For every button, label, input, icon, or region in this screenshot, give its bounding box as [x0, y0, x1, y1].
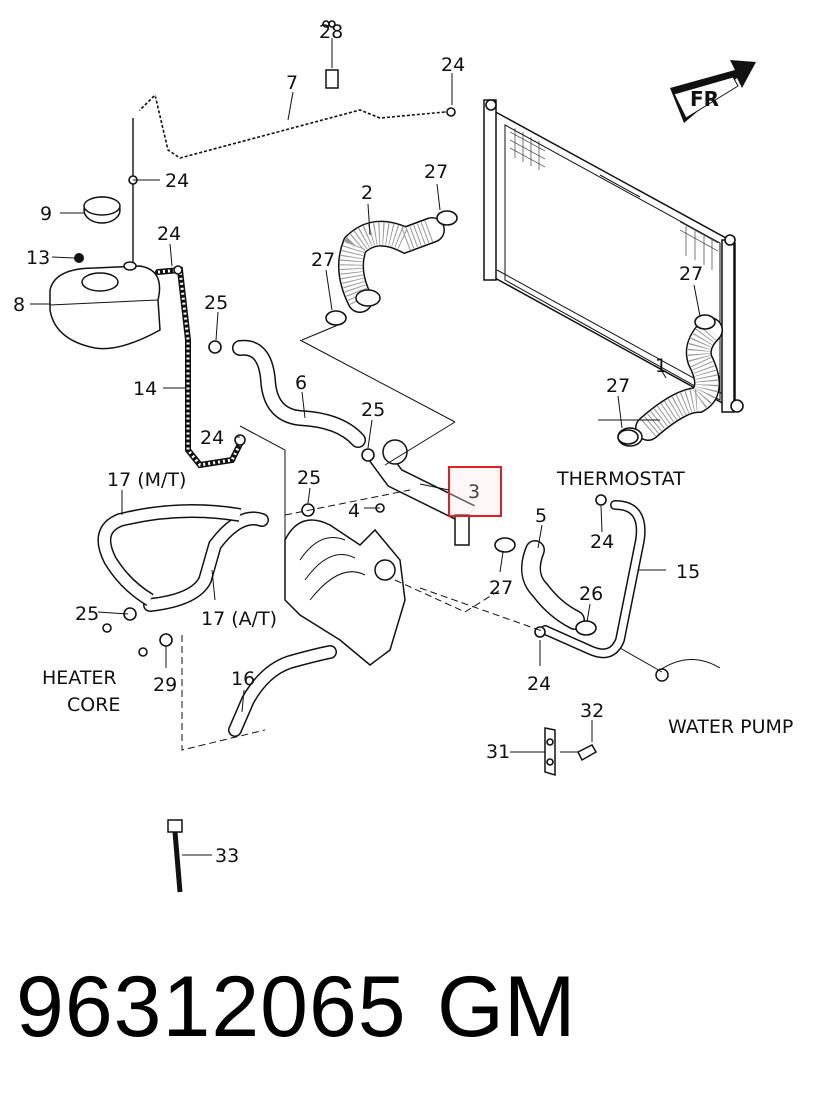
- label-33: 33: [215, 845, 239, 867]
- hose-6: [232, 339, 366, 448]
- label-29: 29: [153, 674, 177, 696]
- label-25: 25: [297, 467, 321, 489]
- hose-5: [521, 540, 585, 630]
- label-24: 24: [441, 54, 465, 76]
- engine-water-outlet: [284, 519, 406, 666]
- label-27: 27: [424, 161, 448, 183]
- radiator: [483, 99, 744, 413]
- water-pump-label: WATER PUMP: [668, 716, 793, 738]
- label-17-mt: 17 (M/T): [107, 469, 186, 491]
- bolt-32: [576, 744, 598, 762]
- label-17-at: 17 (A/T): [201, 608, 277, 630]
- hose-17: [97, 504, 269, 612]
- reference-lines: [181, 324, 663, 753]
- hose-1: [635, 317, 723, 441]
- water-pump-outline: [659, 659, 721, 671]
- label-6: 6: [295, 372, 307, 394]
- heater-core-label-line1: HEATER: [42, 667, 117, 689]
- hose-clamps: [102, 107, 716, 657]
- label-24: 24: [157, 223, 181, 245]
- label-27: 27: [606, 375, 630, 397]
- label-2: 2: [361, 182, 373, 204]
- label-5: 5: [535, 505, 547, 527]
- reservoir-cap: [83, 196, 121, 224]
- label-27: 27: [679, 263, 703, 285]
- label-25: 25: [204, 292, 228, 314]
- label-3: 3: [468, 481, 480, 503]
- label-24: 24: [590, 531, 614, 553]
- hose-16: [228, 645, 337, 737]
- leader-lines: [30, 38, 701, 856]
- label-14: 14: [133, 378, 157, 400]
- label-27: 27: [489, 577, 513, 599]
- hose-2: [338, 217, 445, 313]
- part-labels: 28 7 24 24 9 13 24 8 25 2 27 27 14 6 25 …: [13, 21, 793, 867]
- label-7: 7: [286, 72, 298, 94]
- front-direction-arrow: FR: [670, 60, 756, 123]
- brand-name: GM: [437, 959, 576, 1055]
- label-24: 24: [527, 673, 551, 695]
- thermostat-label: THERMOSTAT: [556, 468, 685, 490]
- coolant-reservoir: [49, 261, 161, 350]
- label-25: 25: [361, 399, 385, 421]
- label-13: 13: [26, 247, 50, 269]
- label-16: 16: [231, 668, 255, 690]
- highlight-box-part-3: [448, 466, 502, 517]
- hose-7: [132, 20, 446, 265]
- label-27: 27: [311, 249, 335, 271]
- heater-core-label-line2: CORE: [67, 694, 120, 716]
- label-31: 31: [486, 741, 510, 763]
- label-15: 15: [676, 561, 700, 583]
- hose-15: [540, 500, 646, 659]
- label-24: 24: [165, 170, 189, 192]
- label-8: 8: [13, 294, 25, 316]
- bracket-31: [544, 727, 598, 777]
- label-32: 32: [580, 700, 604, 722]
- label-1: 1: [655, 355, 667, 377]
- water-pump-inlet: [655, 668, 669, 682]
- reservoir-plug: [74, 253, 84, 263]
- label-26: 26: [579, 583, 603, 605]
- label-24: 24: [200, 427, 224, 449]
- pipe-3: [369, 439, 475, 546]
- part-number: 96312065: [16, 959, 407, 1055]
- label-25: 25: [75, 603, 99, 625]
- fr-arrow-label: FR: [690, 87, 719, 111]
- label-9: 9: [40, 203, 52, 225]
- cable-tie-33: [167, 819, 183, 893]
- label-4: 4: [348, 500, 360, 522]
- label-28: 28: [319, 21, 343, 43]
